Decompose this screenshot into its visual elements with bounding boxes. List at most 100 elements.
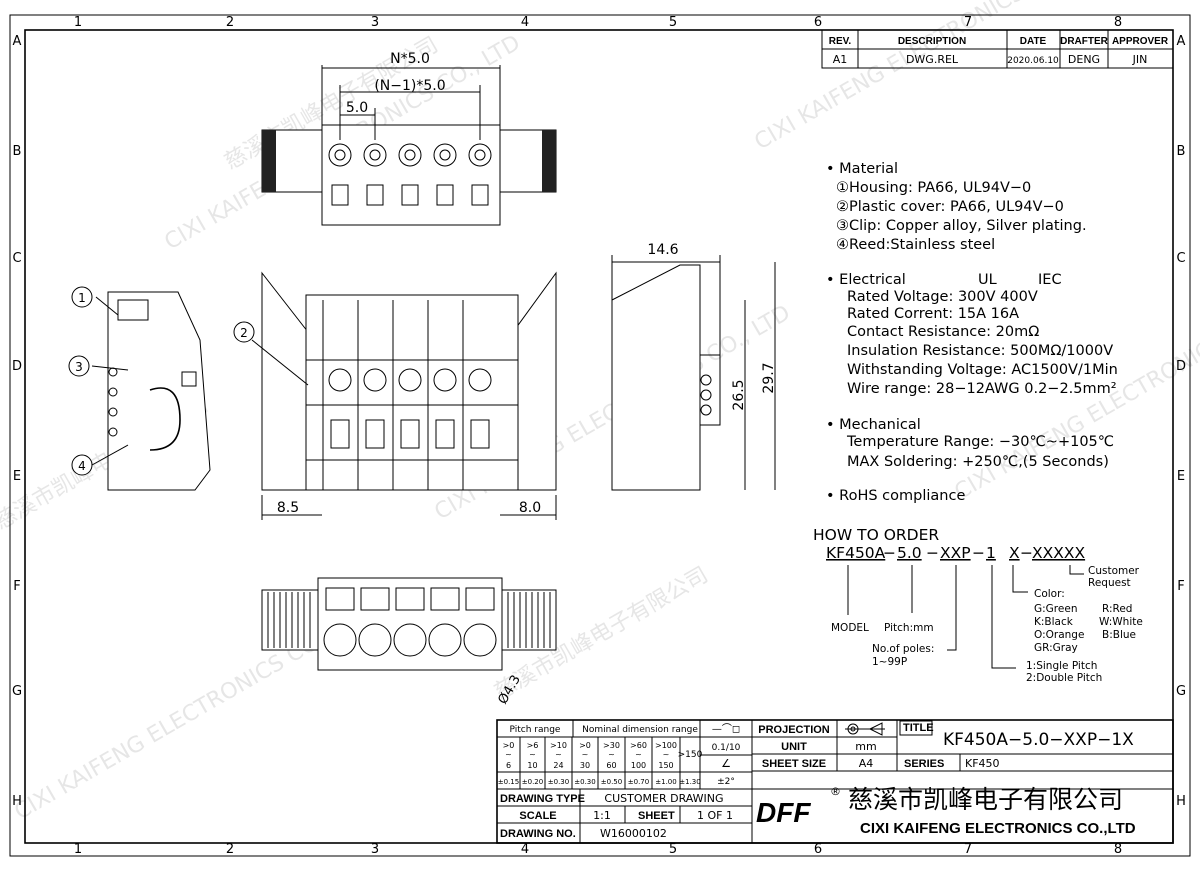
drawing-no-value: W16000102 (600, 827, 667, 840)
screw-hole-inner (439, 149, 451, 161)
order-model-label: MODEL (831, 622, 869, 634)
order-color-code: X (1009, 544, 1020, 562)
dash: − (926, 544, 939, 562)
tolerance-value: ±1.00 (655, 778, 676, 786)
column-label: 2 (226, 842, 234, 857)
row-label: F (1177, 579, 1184, 594)
screw-hole (398, 143, 422, 167)
electrical-6: Wire range: 28−12AWG 0.2−2.5mm² (847, 381, 1117, 397)
range-from: >10 (550, 741, 567, 750)
over-150: >150 (678, 750, 703, 760)
electrical-iec: IEC (1038, 272, 1062, 288)
sheet-size-value: A4 (859, 757, 874, 770)
date-value: 2020.06.10 (1007, 56, 1059, 66)
material-title: • Material (826, 161, 898, 177)
electrical-2: Rated Corrent: 15A 16A (847, 306, 1019, 322)
latch-window (325, 587, 355, 611)
drawing-type-label: DRAWING TYPE (500, 793, 585, 805)
material-1: ①Housing: PA66, UL94V−0 (836, 180, 1031, 196)
callout-2: 2 (240, 326, 248, 340)
callout-4: 4 (78, 459, 86, 473)
projection-label: PROJECTION (758, 724, 830, 736)
drawing-title: KF450A−5.0−XXP−1X (943, 730, 1134, 750)
wire-entry (365, 419, 385, 449)
dim-n-pitch: N*5.0 (390, 51, 430, 67)
range-to: 6 (506, 761, 511, 770)
unit-value: mm (855, 740, 876, 753)
column-label: 6 (814, 15, 822, 30)
sheet-size-label: SHEET SIZE (762, 758, 826, 770)
screw-hole (398, 368, 422, 392)
row-label: C (12, 251, 21, 266)
order-poles-code: XXP (940, 544, 971, 562)
hole (700, 389, 712, 401)
row-label: A (1177, 34, 1186, 49)
material-4: ④Reed:Stainless steel (836, 237, 995, 253)
latch-window (360, 587, 390, 611)
wire-entry (330, 419, 350, 449)
column-label: 2 (226, 15, 234, 30)
column-label: 4 (521, 842, 529, 857)
latch-window (465, 587, 495, 611)
tolerance-value: ±1.30 (679, 778, 700, 786)
title-label: TITLE (903, 722, 934, 734)
color-gr: GR:Gray (1034, 642, 1078, 654)
row-label: G (12, 684, 22, 699)
nominal-range-label: Nominal dimension range (582, 725, 698, 735)
dim-width-side: 14.6 (647, 242, 678, 258)
row-label: F (13, 579, 20, 594)
row-label: H (12, 794, 22, 809)
hole (700, 374, 712, 386)
sheet-value: 1 OF 1 (697, 809, 733, 822)
series-label: SERIES (904, 758, 944, 770)
mechanical-1: Temperature Range: −30℃~+105℃ (846, 434, 1114, 450)
company-name-en: CIXI KAIFENG ELECTRONICS CO.,LTD (860, 820, 1136, 837)
column-label: 7 (964, 842, 972, 857)
color-b: B:Blue (1102, 629, 1136, 641)
latch-window (430, 587, 460, 611)
title-block: >0~6>6~10>10~24>0~30>30~60>60~100>100~15… (496, 719, 1174, 844)
row-label: B (13, 144, 22, 159)
column-label: 1 (74, 842, 82, 857)
row-label: D (1176, 359, 1186, 374)
electrical-ul: UL (978, 272, 997, 288)
bottom-view: Ø4.3 (261, 577, 557, 707)
how-to-order: HOW TO ORDER KF450A 5.0 XXP 1 X XXXXX −−… (813, 526, 1143, 684)
range-to: 30 (580, 761, 590, 770)
column-label: 8 (1114, 15, 1122, 30)
range-from: >0 (503, 741, 515, 750)
outer-frame (9, 14, 1191, 857)
range-from: >100 (655, 741, 677, 750)
dim-right-offset: 8.0 (519, 500, 541, 516)
rev-value: A1 (833, 53, 848, 66)
angle-tol: 0.1/10 (712, 743, 741, 753)
color-o: O:Orange (1034, 629, 1084, 641)
company-name-cn: 慈溪市凯峰电子有限公司 (848, 785, 1123, 814)
left-side-view: 1 3 4 (68, 286, 712, 491)
material-2: ②Plastic cover: PA66, UL94V−0 (836, 199, 1064, 215)
pitch-type-double: 2:Double Pitch (1026, 672, 1102, 684)
hole (108, 407, 118, 417)
row-label: E (1177, 469, 1185, 484)
angle-symbol: ∠ (721, 757, 731, 770)
slot (401, 184, 419, 206)
electrical-title: • Electrical (826, 272, 906, 288)
column-label: 5 (669, 842, 677, 857)
tolerance-value: ±0.20 (522, 778, 543, 786)
wire-entry (470, 419, 490, 449)
color-r: R:Red (1102, 603, 1132, 615)
screw-hole-inner (404, 149, 416, 161)
customer-label: Customer (1088, 565, 1140, 577)
range-tilde: ~ (608, 750, 615, 759)
logo-mark: DFF (756, 797, 811, 828)
wire-hole (428, 623, 462, 657)
electrical-1: Rated Voltage: 300V 400V (847, 289, 1038, 305)
order-pitch-code: 5.0 (897, 544, 922, 562)
wire-hole (393, 623, 427, 657)
electrical-4: Insulation Resistance: 500MΩ/1000V (847, 343, 1113, 359)
electrical-5: Withstanding Voltage: AC1500V/1Min (847, 362, 1118, 378)
wire-hole (358, 623, 392, 657)
drafter-header: DRAFTER (1060, 36, 1109, 47)
slot (366, 184, 384, 206)
tolerance-value: ±0.70 (628, 778, 649, 786)
